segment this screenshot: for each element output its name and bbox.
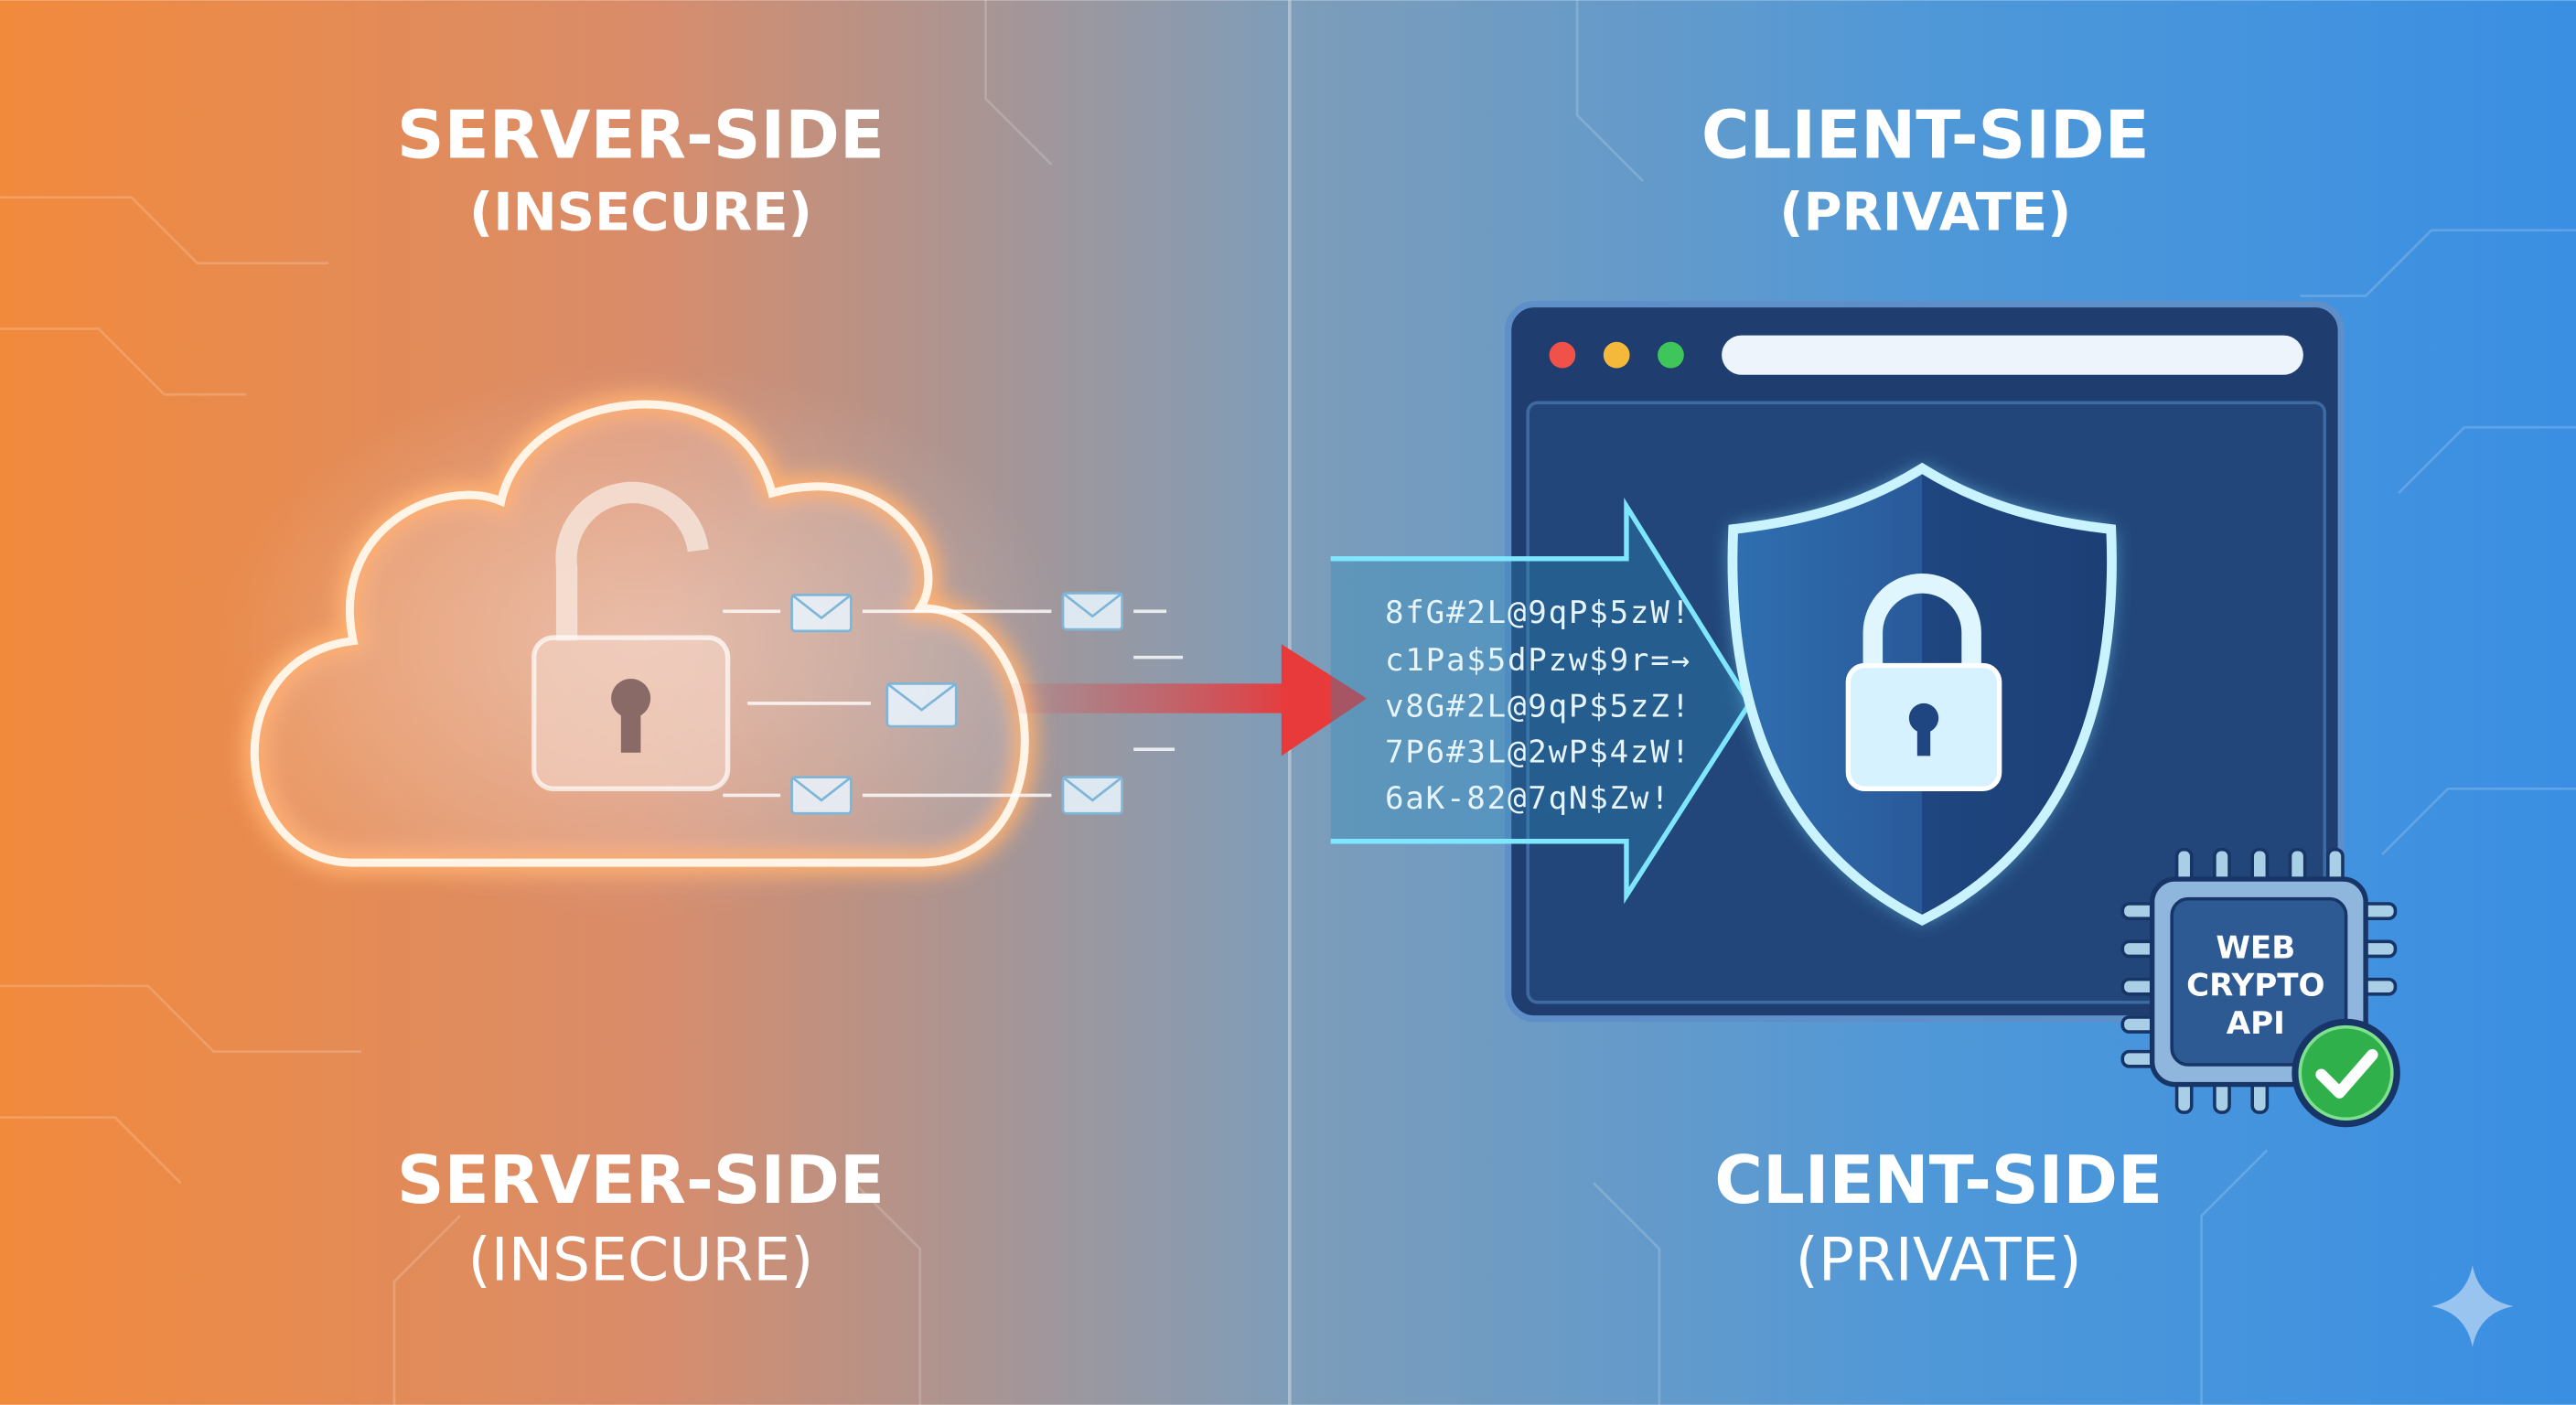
chip-label-web: WEB (2216, 929, 2295, 966)
right-bottom-title: CLIENT-SIDE (1714, 1142, 2163, 1218)
sparkle-icon (2431, 1265, 2514, 1347)
cipher-line: 6aK-82@7qN$Zw! (1385, 780, 1671, 817)
chip-icon: WEB CRYPTO API (2120, 847, 2398, 1114)
address-bar (1722, 335, 2303, 375)
minimize-dot (1603, 341, 1630, 369)
red-arrow-icon (1002, 644, 1368, 756)
checkmark-icon (2292, 1018, 2400, 1128)
right-top-subtitle: (PRIVATE) (1779, 182, 2071, 243)
cloud-icon (213, 361, 1068, 920)
close-dot (1549, 341, 1576, 369)
left-bottom-title: SERVER-SIDE (397, 1142, 885, 1218)
envelope-icons (790, 592, 1123, 815)
maximize-dot (1658, 341, 1684, 369)
left-bottom-subtitle: (INSECURE) (467, 1226, 813, 1294)
envelope-icon (790, 776, 853, 815)
chip-label-crypto: CRYPTO (2186, 968, 2324, 1004)
cipher-line: 8fG#2L@9qP$5zW! (1385, 595, 1691, 631)
cipher-line: c1Pa$5dPzw$9r=→ (1385, 642, 1691, 679)
open-padlock-icon (531, 481, 731, 791)
shield-lock-icon (1727, 462, 2117, 926)
cipher-line: 7P6#3L@2wP$4zW! (1385, 735, 1691, 771)
ciphertext: 8fG#2L@9qP$5zW! c1Pa$5dPzw$9r=→ v8G#2L@9… (1385, 595, 1691, 817)
left-top-title: SERVER-SIDE (397, 97, 885, 174)
cipher-line: v8G#2L@9qP$5zZ! (1385, 688, 1691, 724)
envelope-icon (1061, 592, 1123, 631)
data-flow (723, 609, 1184, 798)
left-top-subtitle: (INSECURE) (469, 182, 812, 243)
chip-label-api: API (2227, 1005, 2285, 1042)
envelope-icon (790, 594, 853, 633)
right-bottom-subtitle: (PRIVATE) (1796, 1226, 2082, 1294)
envelope-icon (886, 682, 958, 728)
envelope-icon (1061, 776, 1123, 815)
right-top-title: CLIENT-SIDE (1701, 97, 2150, 174)
